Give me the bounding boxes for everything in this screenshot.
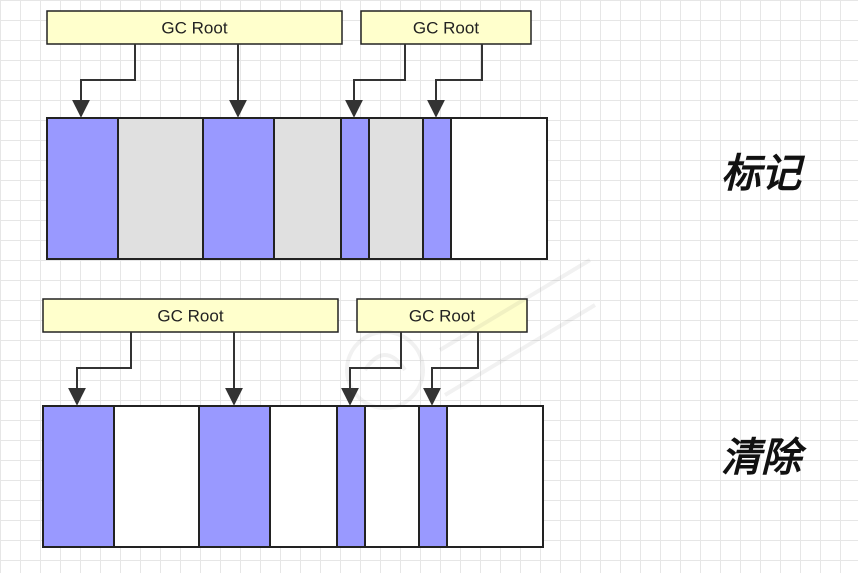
memory-bar-border (42, 405, 544, 548)
memory-cell-live (198, 405, 271, 548)
stage-label: 标记 (721, 151, 806, 197)
gc-root-label: GC Root (413, 19, 479, 38)
gc-root-label: GC Root (409, 307, 475, 326)
memory-cell-free (269, 405, 338, 548)
stage-1: GC Root GC Root 标记 (46, 10, 806, 260)
reference-arrow (341, 332, 402, 406)
gc-root-box (42, 298, 339, 333)
reference-arrow (345, 44, 406, 118)
memory-bar-border (46, 117, 548, 260)
gc-root-label: GC Root (161, 19, 227, 38)
memory-cell-live (42, 405, 115, 548)
gc-root-box (360, 10, 532, 45)
memory-cell-dead (273, 117, 342, 260)
reference-arrow (427, 44, 483, 118)
reference-arrow (423, 332, 479, 406)
memory-cell-live (46, 117, 119, 260)
gc-root-label: GC Root (157, 307, 223, 326)
memory-cell-live (202, 117, 275, 260)
memory-cell-live (418, 405, 448, 548)
reference-arrow (68, 332, 132, 406)
memory-cell-dead (117, 117, 204, 260)
memory-cell-live (340, 117, 370, 260)
memory-cell-live (422, 117, 452, 260)
stage-2: GC Root GC Root 清除 (42, 298, 807, 548)
reference-arrow (72, 44, 136, 118)
memory-cell-free (446, 405, 544, 548)
memory-cell-live (336, 405, 366, 548)
stage-label: 清除 (721, 435, 807, 481)
memory-cell-free (113, 405, 200, 548)
gc-root-box (46, 10, 343, 45)
gc-root-box (356, 298, 528, 333)
memory-cell-dead (368, 117, 424, 260)
memory-cell-free (450, 117, 548, 260)
memory-cell-free (364, 405, 420, 548)
